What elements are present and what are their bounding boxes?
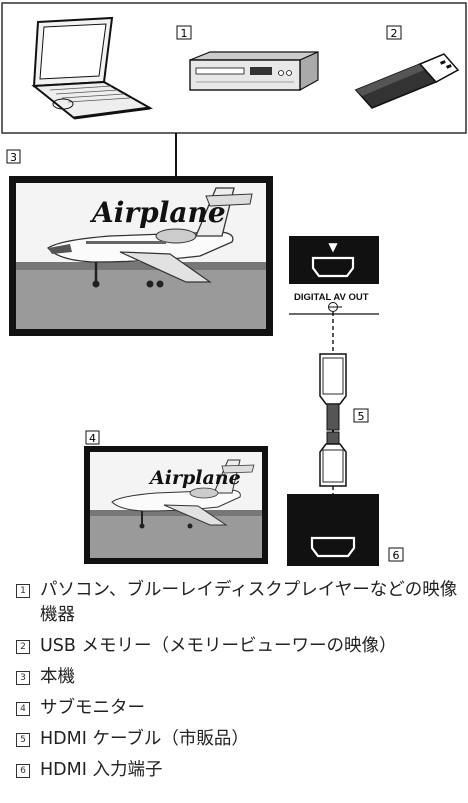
sub-screen-text: Airplane xyxy=(148,467,241,489)
sub-monitor: Airplane xyxy=(84,446,268,564)
usb-dongle-icon xyxy=(354,53,460,109)
hdmi-cable-icon xyxy=(319,312,347,538)
legend-number: 6 xyxy=(16,764,30,778)
callout-4: 4 xyxy=(85,430,100,445)
legend-text: HDMI 入力端子 xyxy=(40,760,163,780)
main-display: Airplane xyxy=(9,176,273,336)
callout-2: 2 xyxy=(386,25,402,40)
legend-number: 4 xyxy=(16,702,30,716)
callout-3: 3 xyxy=(6,149,21,164)
legend-item-1: 1 パソコン、ブルーレイディスクプレイヤーなどの映像機器 xyxy=(16,578,462,628)
legend-text: USB メモリー（メモリービューワーの映像） xyxy=(40,636,397,656)
legend: 1 パソコン、ブルーレイディスクプレイヤーなどの映像機器 2 USB メモリー（… xyxy=(16,578,462,789)
legend-number: 3 xyxy=(16,671,30,685)
digital-av-out-port: ▼ DIGITAL AV OUT xyxy=(289,236,379,315)
hdmi-input-port xyxy=(287,494,379,566)
legend-text: パソコン、ブルーレイディスクプレイヤーなどの映像機器 xyxy=(40,580,458,625)
svg-text:6: 6 xyxy=(393,549,400,562)
airplane-image xyxy=(47,187,253,288)
svg-text:2: 2 xyxy=(391,27,398,40)
callout-1: 1 xyxy=(176,25,192,40)
svg-text:▼: ▼ xyxy=(328,240,338,254)
legend-number: 1 xyxy=(16,584,30,598)
laptop-icon xyxy=(31,16,154,120)
legend-number: 5 xyxy=(16,733,30,747)
callout-6: 6 xyxy=(388,547,404,562)
legend-item-6: 6 HDMI 入力端子 xyxy=(16,758,462,783)
legend-item-4: 4 サブモニター xyxy=(16,696,462,721)
svg-text:3: 3 xyxy=(10,151,17,164)
port-label: DIGITAL AV OUT xyxy=(294,292,369,303)
svg-text:1: 1 xyxy=(181,27,188,40)
bluray-player-icon xyxy=(189,51,319,92)
legend-text: サブモニター xyxy=(40,698,145,718)
main-screen-text: Airplane xyxy=(89,196,226,229)
legend-text: HDMI ケーブル（市販品） xyxy=(40,729,249,749)
legend-item-5: 5 HDMI ケーブル（市販品） xyxy=(16,727,462,752)
svg-text:4: 4 xyxy=(89,432,96,445)
sub-airplane-image xyxy=(111,459,255,529)
legend-item-2: 2 USB メモリー（メモリービューワーの映像） xyxy=(16,634,462,659)
legend-text: 本機 xyxy=(40,667,75,687)
legend-number: 2 xyxy=(16,640,30,654)
svg-text:5: 5 xyxy=(358,410,365,423)
legend-item-3: 3 本機 xyxy=(16,665,462,690)
callout-5: 5 xyxy=(353,408,369,423)
